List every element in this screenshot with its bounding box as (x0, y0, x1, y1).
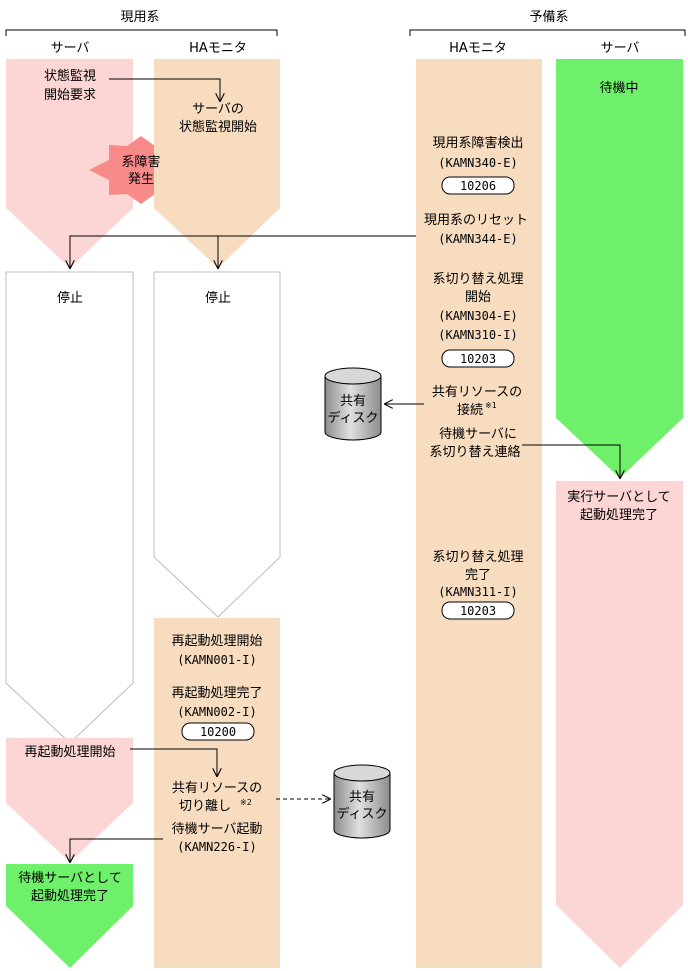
exec-text-1: 実行サーバとして (567, 489, 670, 505)
connect-text-2: 接続 (457, 402, 483, 418)
done-text-2: 完了 (465, 568, 491, 583)
detect-code: (KAMN340-E) (438, 156, 517, 170)
switch-text-1: 系切り替え処理 (432, 272, 523, 287)
final-text-1: 待機サーバとして (18, 871, 121, 886)
disk-bottom-label-1: 共有 (349, 790, 375, 805)
final-text-2: 起動処理完了 (31, 889, 109, 904)
monitor-text-2: 状態監視開始 (179, 119, 257, 135)
shared-disk-bottom (333, 764, 391, 839)
arrow-notify-standby (522, 444, 620, 478)
arrow-standby-start (70, 838, 163, 862)
group-label-active: 現用系 (120, 10, 159, 25)
switch-code-1: (KAMN304-E) (438, 309, 517, 323)
left-ha-stopped-shape (153, 271, 281, 618)
notify-text-1: 待機サーバに (439, 427, 517, 442)
reset-code: (KAMN344-E) (438, 232, 517, 246)
right-server-waiting-shape (556, 59, 683, 478)
detach-footnote: ※2 (240, 798, 252, 807)
right-server-active-shape (556, 481, 683, 968)
done-badge (441, 601, 515, 620)
column-header-ha-left: HAモニタ (189, 41, 247, 56)
detect-badge (441, 176, 515, 195)
restart-start-code: (KAMN001-I) (177, 653, 256, 667)
monitor-text-1: サーバの (192, 102, 244, 117)
done-text-1: 系切り替え処理 (432, 550, 523, 565)
switch-badge (441, 349, 515, 368)
notify-text-2: 系切り替え連絡 (429, 444, 520, 460)
bracket-standby (409, 29, 686, 36)
group-label-standby: 予備系 (529, 9, 568, 25)
left-ha-restart-shape (154, 618, 280, 968)
switch-badge-text: 10203 (460, 352, 496, 366)
column-header-ha-right: HAモニタ (449, 41, 507, 56)
left-server-stopped-shape (5, 271, 134, 744)
bracket-active (5, 29, 278, 36)
restart-done-badge-text: 10200 (200, 725, 236, 739)
switch-text-2: 開始 (465, 290, 491, 305)
detect-badge-text: 10206 (460, 179, 496, 193)
arrow-reset-to-left-server (70, 235, 416, 268)
restart-done-badge (181, 722, 255, 741)
right-ha-shape (416, 59, 542, 968)
connect-footnote: ※1 (485, 401, 497, 410)
request-text-1: 状態監視 (44, 68, 96, 84)
done-badge-text: 10203 (460, 604, 496, 618)
column-header-server-left: サーバ (51, 41, 90, 56)
column-header-server-right: サーバ (601, 41, 640, 56)
switch-code-2: (KAMN310-I) (438, 328, 517, 342)
arrow-restart-to-detach (130, 748, 217, 776)
disk-top-label-2: ディスク (327, 410, 378, 426)
left-server-restart-text: 再起動処理開始 (24, 745, 115, 760)
restart-done-text: 再起動処理完了 (171, 686, 262, 701)
waiting-text: 待機中 (599, 81, 638, 96)
restart-start-text: 再起動処理開始 (171, 634, 262, 649)
arrow-request-to-monitor (109, 78, 220, 101)
detect-text: 現用系障害検出 (432, 135, 523, 151)
done-code: (KAMN311-I) (438, 585, 517, 599)
left-server-standby-shape (6, 864, 133, 968)
detach-text-2: 切り離し (179, 799, 231, 814)
failure-text-1: 系障害 (121, 154, 160, 170)
standby-start-code: (KAMN226-I) (177, 840, 256, 854)
reset-text: 現用系のリセット (424, 213, 528, 228)
connect-text-1: 共有リソースの (432, 385, 522, 400)
restart-done-code: (KAMN002-I) (177, 705, 256, 719)
left-server-running-shape (6, 59, 133, 268)
detach-text-1: 共有リソースの (172, 781, 262, 796)
failure-text-2: 発生 (128, 172, 154, 187)
exec-text-2: 起動処理完了 (580, 508, 658, 523)
left-server-stop-text: 停止 (57, 290, 83, 306)
left-server-restart-shape (6, 738, 133, 862)
standby-start-text: 待機サーバ起動 (172, 822, 263, 837)
left-ha-stop-text: 停止 (205, 290, 231, 306)
request-text-2: 開始要求 (44, 88, 96, 103)
disk-bottom-label-2: ディスク (336, 806, 387, 822)
disk-top-label-1: 共有 (340, 394, 366, 409)
left-ha-running-shape (154, 59, 280, 268)
shared-disk-top (324, 367, 382, 441)
